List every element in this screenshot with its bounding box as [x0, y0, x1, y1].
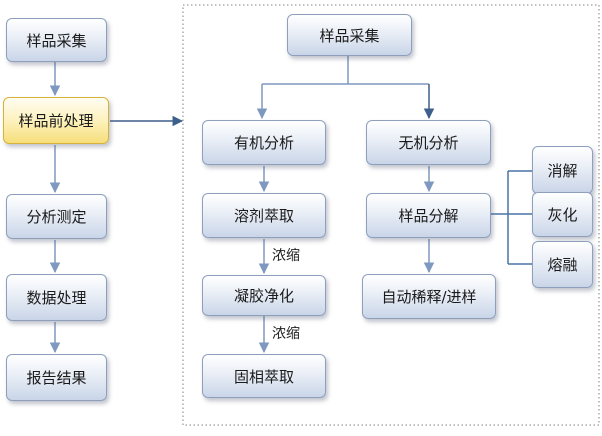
method-digestion: 消解 [532, 146, 593, 194]
organic-analysis-box: 有机分析 [202, 120, 326, 165]
organic-step-solid-phase-extraction: 固相萃取 [202, 354, 326, 398]
concentrate-label-1: 浓缩 [272, 248, 300, 264]
pipeline-step-sample-pretreatment: 样品前处理 [3, 97, 109, 144]
pipeline-step-data-processing: 数据处理 [6, 274, 107, 321]
method-fusion: 熔融 [532, 241, 593, 288]
organic-step-solvent-extraction: 溶剂萃取 [202, 193, 326, 238]
method-ashing: 灰化 [532, 192, 593, 237]
inorganic-step-sample-decomposition: 样品分解 [366, 193, 491, 238]
detail-top-sample-collection: 样品采集 [287, 14, 412, 56]
inorganic-analysis-box: 无机分析 [366, 120, 491, 165]
pipeline-step-analysis-measurement: 分析测定 [6, 194, 107, 239]
detail-panel-border [182, 4, 600, 426]
inorganic-step-auto-dilution-injection: 自动稀释/进样 [362, 274, 496, 319]
concentrate-label-2: 浓缩 [272, 326, 300, 342]
pipeline-step-report-results: 报告结果 [6, 354, 107, 401]
organic-step-gel-cleanup: 凝胶净化 [202, 275, 326, 316]
pipeline-step-sample-collection: 样品采集 [6, 18, 107, 62]
